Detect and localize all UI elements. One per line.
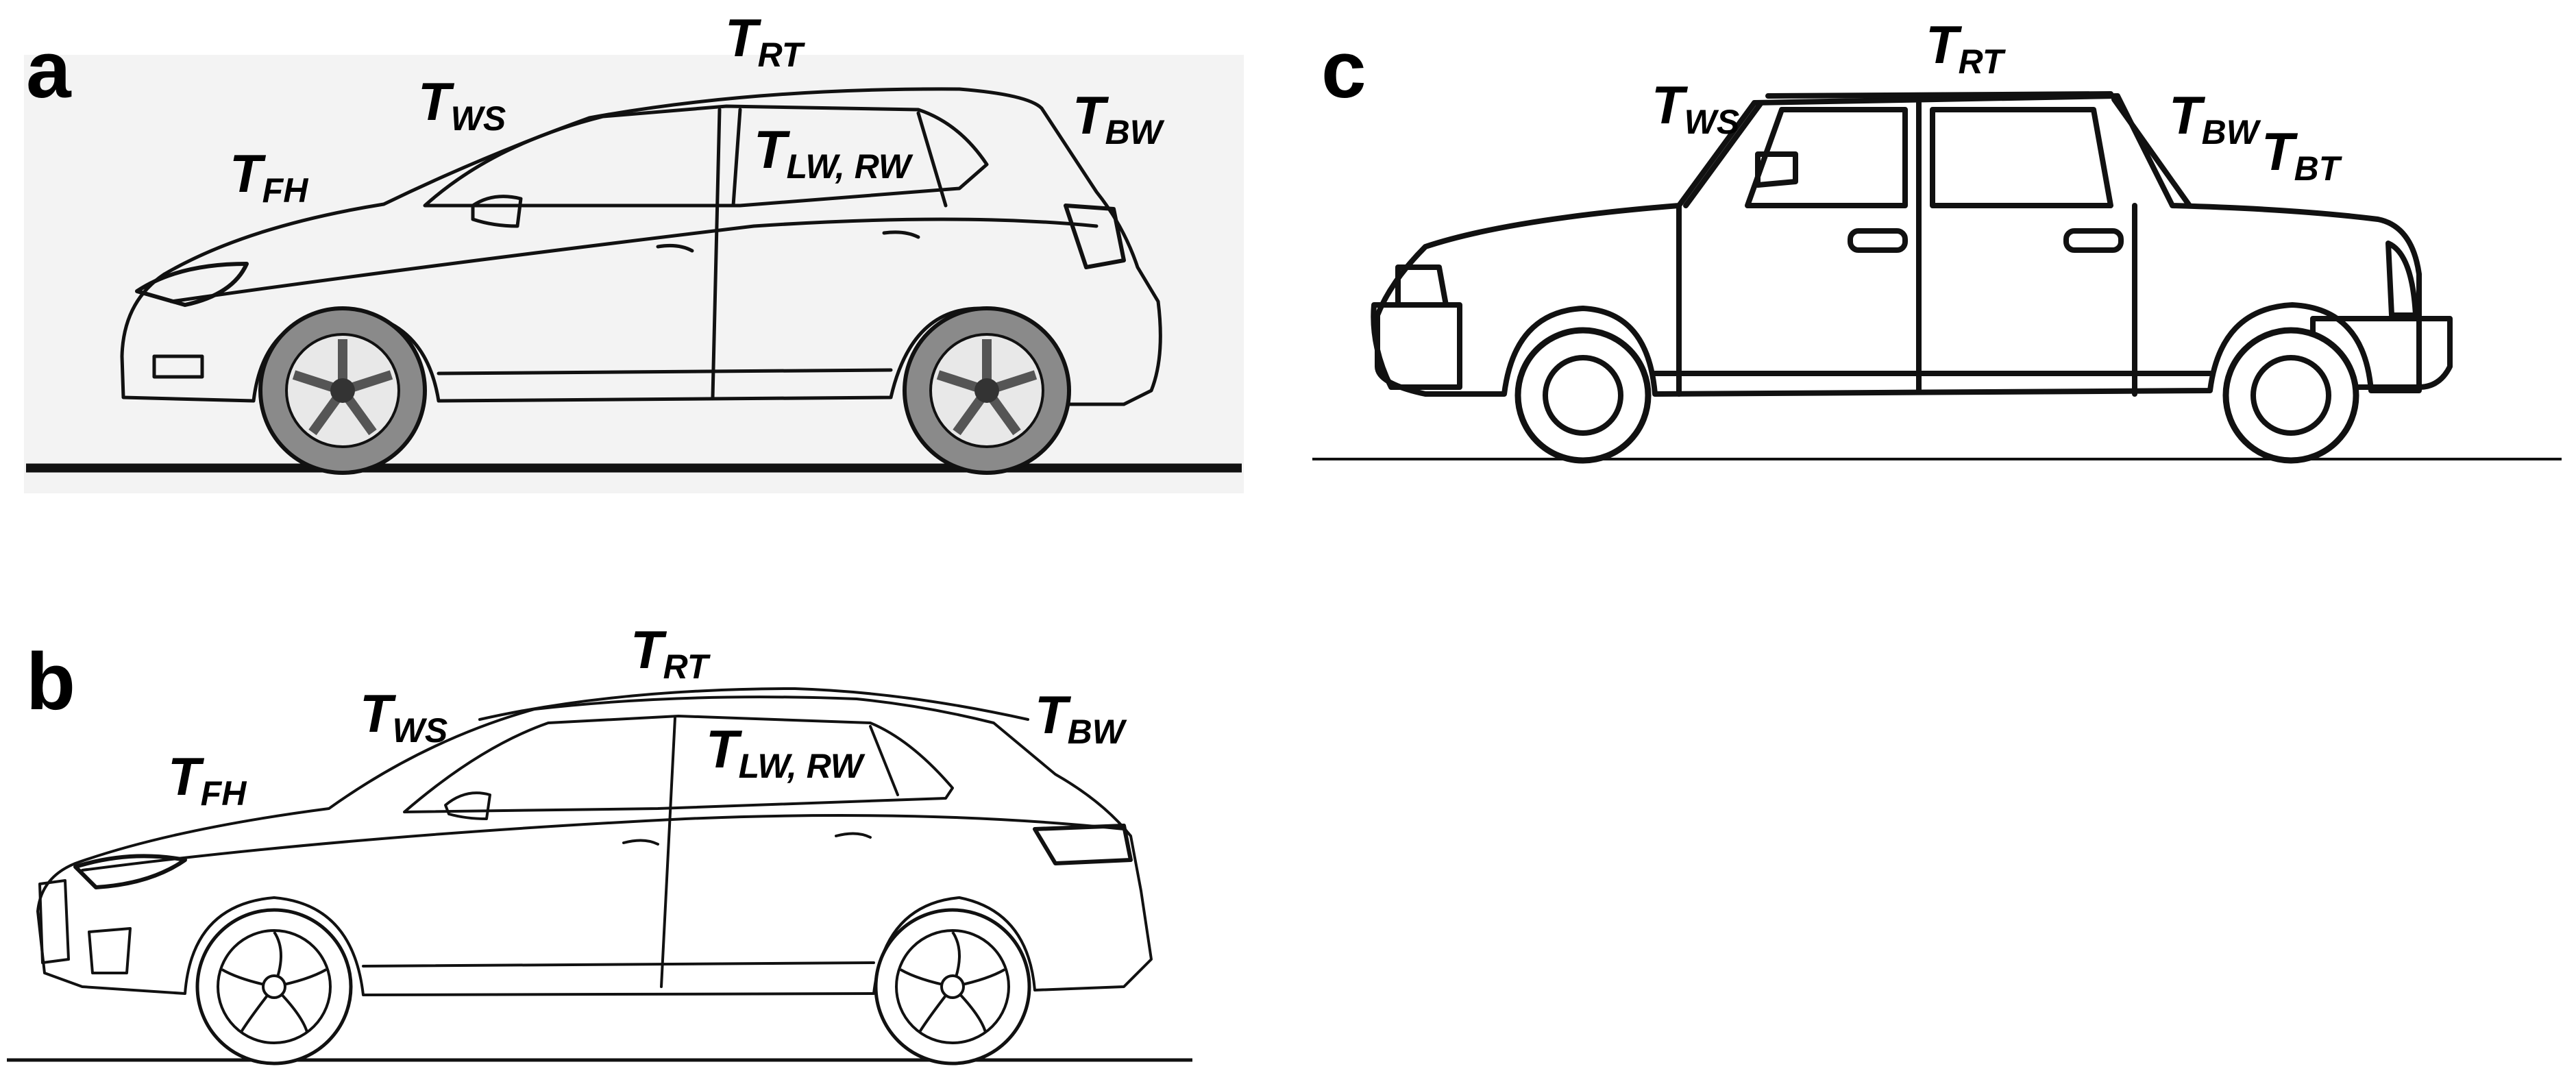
panel-b: b bbox=[7, 619, 1192, 1065]
window-outline bbox=[423, 104, 989, 208]
rear-door-handle bbox=[835, 832, 872, 839]
headlight bbox=[1395, 264, 1449, 308]
b-pillar bbox=[711, 108, 722, 399]
label-t-lw-rw: TLW, RW bbox=[706, 719, 866, 785]
panel-b-letter: b bbox=[26, 637, 75, 727]
beltline bbox=[169, 217, 1099, 304]
front-door-handle bbox=[656, 244, 694, 253]
front-air-intake bbox=[88, 927, 132, 974]
rear-window bbox=[1930, 107, 2113, 208]
front-bumper bbox=[1371, 302, 1462, 390]
rear-wheel bbox=[2222, 327, 2359, 464]
front-vent bbox=[152, 354, 204, 379]
c-pillar bbox=[869, 725, 899, 796]
rear-wheel bbox=[874, 908, 1031, 1065]
windshield bbox=[1683, 100, 1764, 208]
label-t-fh: TFH bbox=[168, 746, 247, 813]
b-pillar bbox=[660, 717, 676, 988]
roof-line bbox=[1765, 91, 2113, 99]
label-t-ws: TWS bbox=[360, 683, 447, 750]
hatchback-car-a bbox=[120, 87, 1162, 406]
front-door-handle bbox=[622, 839, 659, 846]
front-wheel bbox=[1514, 327, 1652, 464]
panel-c: c bbox=[1312, 14, 2562, 464]
front-door-handle bbox=[1848, 228, 1908, 253]
beltline bbox=[81, 814, 1125, 872]
front-wheel bbox=[195, 908, 353, 1065]
headlight bbox=[135, 262, 249, 307]
front-wheel bbox=[258, 306, 427, 475]
label-t-lw-rw: TLW, RW bbox=[754, 119, 913, 186]
tail-light bbox=[1064, 204, 1126, 269]
car-body-outline bbox=[120, 87, 1162, 406]
hatchback-car-b bbox=[36, 687, 1153, 996]
label-t-bt: TBT bbox=[2261, 121, 2343, 188]
label-t-bw: TBW bbox=[1035, 685, 1127, 751]
front-window bbox=[1745, 107, 1908, 208]
rear-bumper bbox=[2310, 316, 2453, 390]
rocker-line bbox=[362, 961, 875, 968]
window-outline bbox=[403, 715, 954, 813]
rear-door-handle bbox=[2063, 228, 2124, 253]
side-mirror bbox=[471, 195, 523, 228]
car-body-outline bbox=[36, 695, 1153, 996]
rear-wheel bbox=[903, 306, 1071, 475]
label-t-ws: TWS bbox=[1652, 75, 1739, 141]
side-mirror bbox=[1755, 151, 1798, 188]
label-t-rt: TRT bbox=[630, 619, 711, 686]
front-grille bbox=[38, 879, 70, 964]
sedan-car-c bbox=[1371, 91, 2453, 397]
front-window-divider bbox=[731, 108, 742, 208]
rear-door-handle bbox=[882, 230, 920, 239]
label-t-rt: TRT bbox=[725, 8, 806, 74]
headlight bbox=[73, 854, 187, 889]
label-t-bw: TBW bbox=[2169, 85, 2261, 151]
tail-light bbox=[1033, 824, 1133, 865]
tail-light bbox=[2385, 241, 2418, 318]
label-t-ws: TWS bbox=[418, 71, 506, 138]
panel-a-letter: a bbox=[26, 25, 72, 115]
label-t-bw: TBW bbox=[1072, 85, 1165, 151]
car-body-outline bbox=[1375, 93, 2422, 397]
rocker-line bbox=[437, 368, 893, 375]
back-window bbox=[2111, 97, 2192, 208]
panel-c-letter: c bbox=[1321, 25, 1366, 115]
panel-a: a bbox=[24, 8, 1244, 493]
roof-line bbox=[478, 687, 1029, 721]
label-t-rt: TRT bbox=[1926, 14, 2007, 81]
label-t-fh: TFH bbox=[230, 143, 308, 210]
c-pillar bbox=[916, 111, 948, 208]
side-mirror bbox=[444, 791, 491, 820]
